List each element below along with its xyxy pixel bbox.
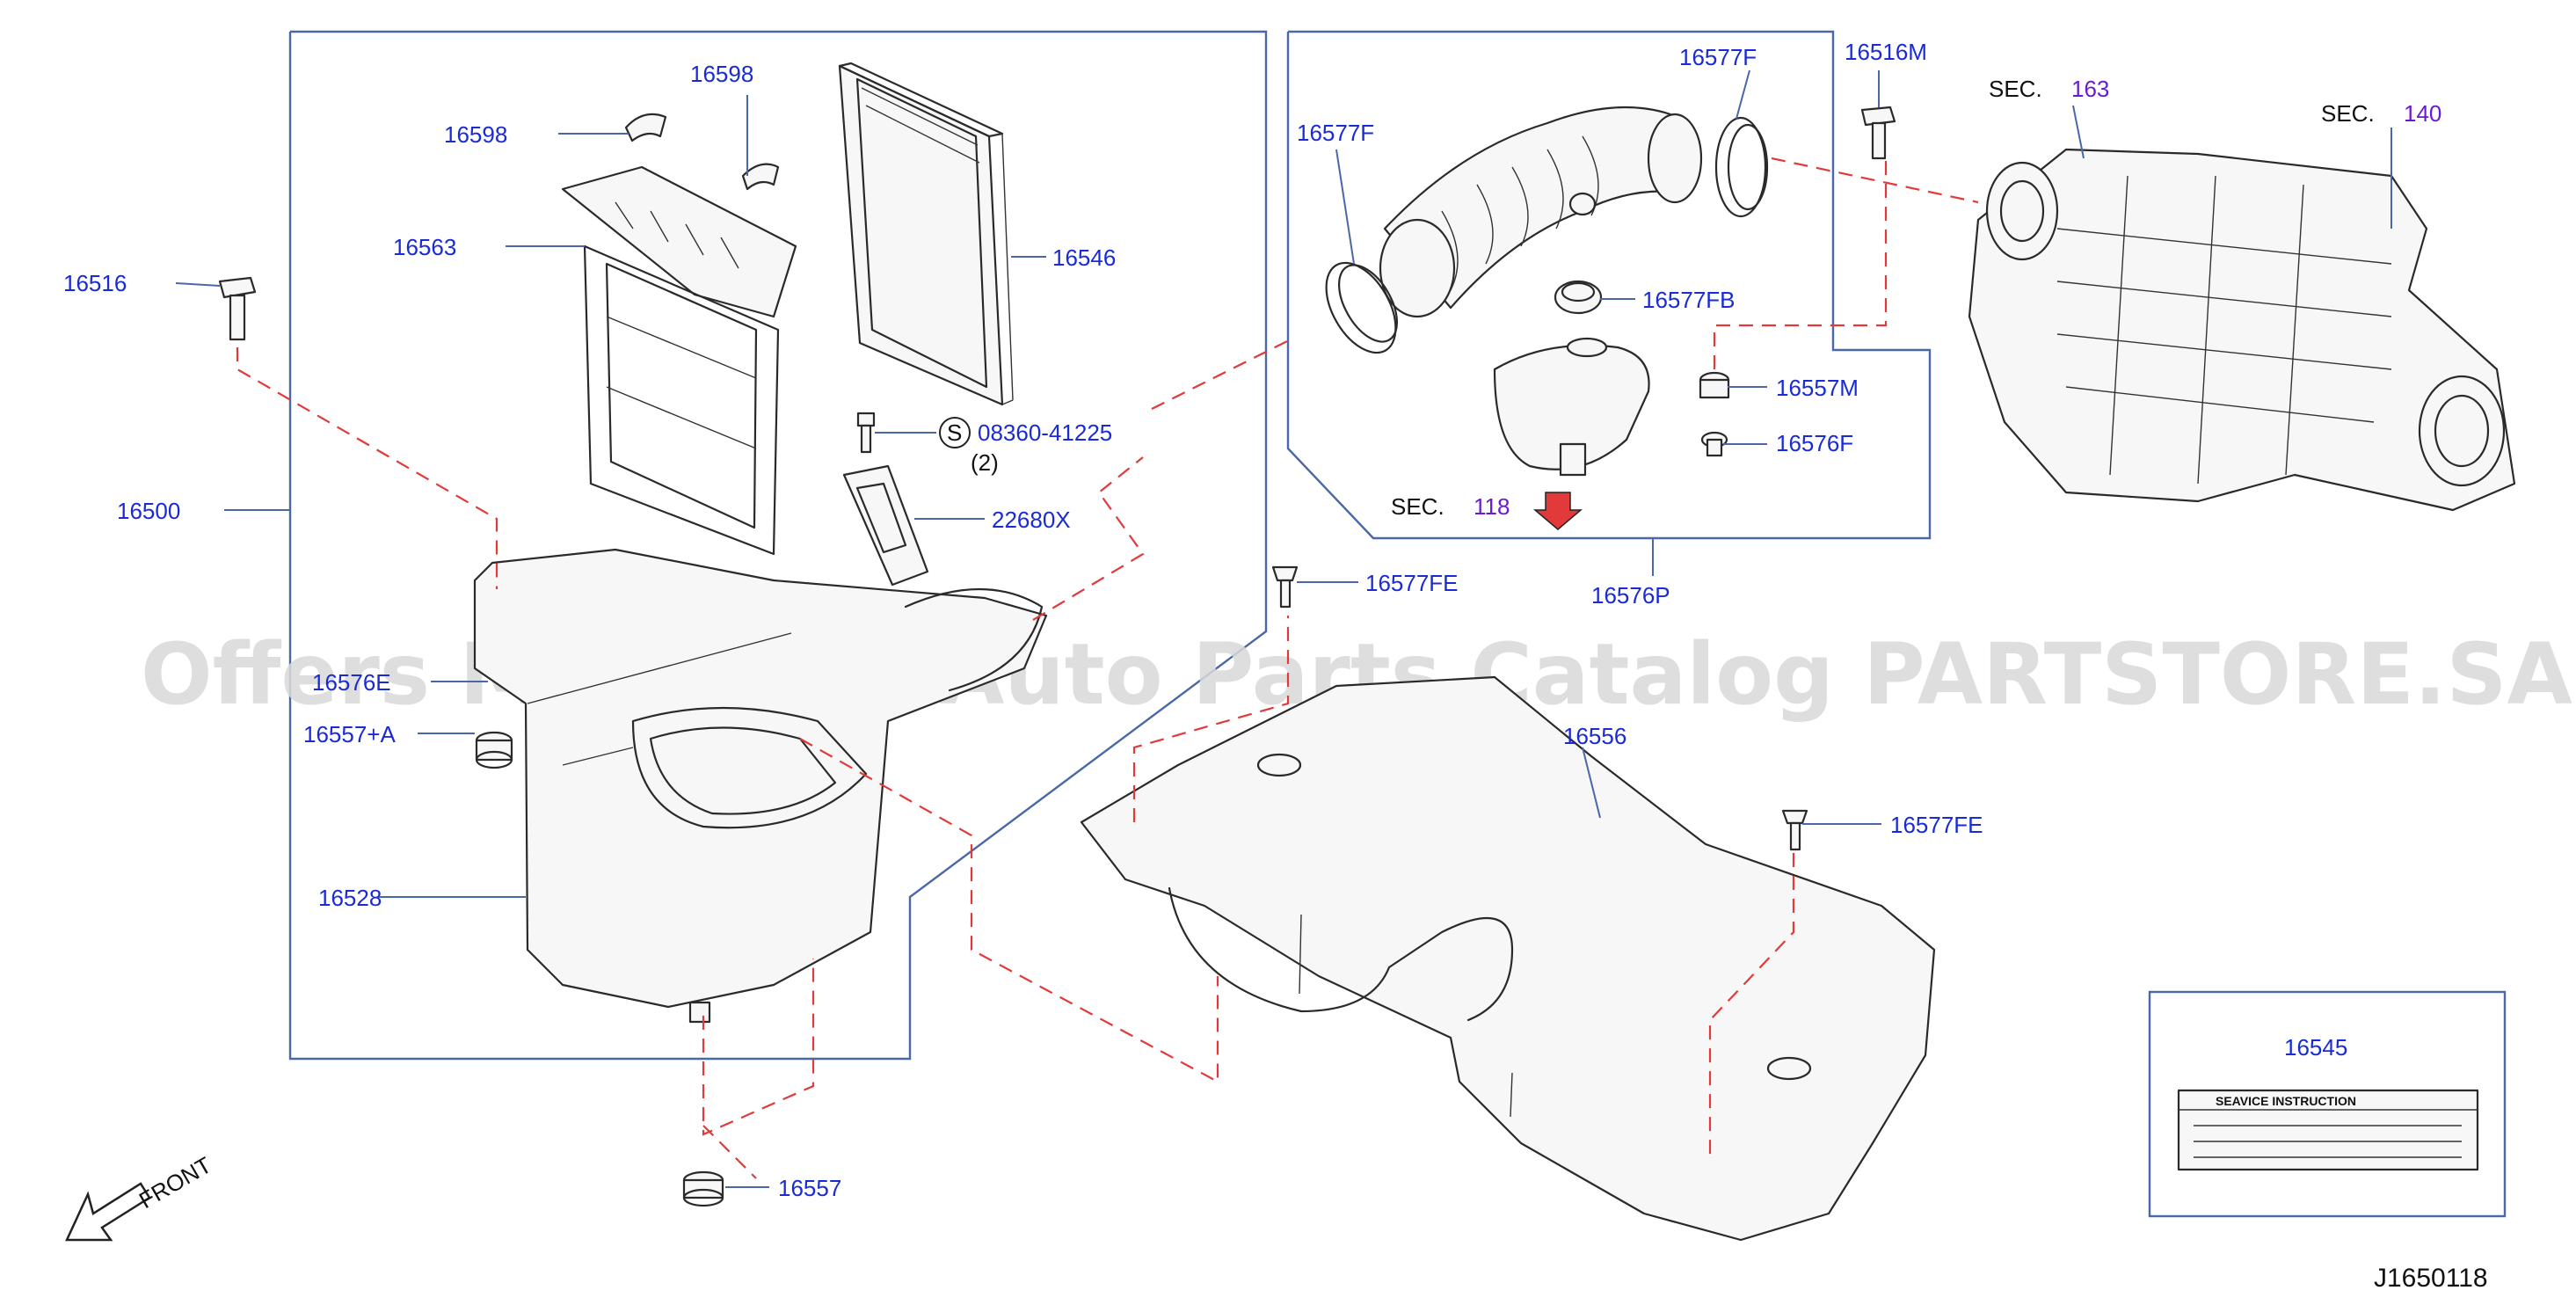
label-sec-118-prefix: SEC. [1391,493,1444,520]
hose-clamp-small-icon [1554,280,1603,315]
label-16598-upper: 16598 [690,61,753,87]
label-22680x: 22680X [992,507,1071,533]
push-clip-upper-icon [1271,565,1299,609]
label-08360-qty: (2) [971,449,999,476]
label-16577fe-lower: 16577FE [1890,812,1983,838]
label-16563: 16563 [393,234,456,260]
resonator-icon [1493,337,1650,477]
label-sec-163: 163 [2071,76,2109,102]
label-16545: 16545 [2284,1034,2347,1061]
label-16516: 16516 [63,270,127,296]
grommet-16557-icon [682,1170,724,1207]
hose-clamp-left-icon [1325,261,1399,354]
label-16577fb: 16577FB [1642,287,1736,313]
label-front: FRONT [135,1151,216,1214]
intake-duct-group-frame [1286,30,1932,540]
grommet-16557-a-icon [475,731,513,769]
label-16556: 16556 [1563,723,1626,749]
label-16557m: 16557M [1776,375,1859,401]
clip-16576f-icon [1700,431,1728,457]
label-s-marker: S [947,419,962,446]
dashed-reference-lines [236,157,1979,1179]
down-arrow-icon [1532,492,1583,530]
service-instruction-label-icon [2177,1089,2479,1171]
clip-16598-upper-icon [741,163,780,191]
label-16557: 16557 [778,1175,841,1201]
label-sec-118: 118 [1474,493,1510,520]
clip-16598-left-icon [624,113,667,142]
label-16576e: 16576E [312,669,391,696]
label-16500: 16500 [117,498,180,524]
service-label-frame [2148,990,2507,1218]
air-cleaner-group-frame [288,30,1268,1061]
leader-lines [175,69,2392,1188]
hose-clamp-right-icon [1714,116,1769,218]
service-label-title: SEAVICE INSTRUCTION [2216,1094,2356,1108]
mass-airflow-sensor-icon [842,464,929,587]
label-sec-140-prefix: SEC. [2321,100,2375,127]
label-16516m: 16516M [1845,39,1927,65]
push-clip-lower-icon [1781,809,1808,851]
label-16577f-left: 16577F [1297,120,1374,146]
label-16576p: 16576P [1591,582,1670,609]
label-16576f: 16576F [1776,430,1853,456]
label-16546: 16546 [1052,244,1116,271]
label-16528: 16528 [318,885,382,911]
filter-frame-icon [561,165,797,556]
label-16598-left: 16598 [444,121,507,148]
intake-hose-icon [1379,106,1703,318]
diagram-code: J1650118 [2374,1264,2488,1293]
engine-cover-icon [1080,675,1936,1242]
label-16577fe-upper: 16577FE [1365,570,1459,596]
label-sec-163-prefix: SEC. [1989,76,2042,102]
intake-manifold-icon [1968,148,2516,512]
grommet-16557m-icon [1699,371,1730,399]
bolt-16516-icon [218,276,257,341]
air-cleaner-case-icon [473,548,1048,1024]
label-08360-41225: 08360-41225 [978,419,1112,446]
label-16577f-right: 16577F [1679,44,1757,70]
s-marker-circle [939,417,971,448]
label-16557a: 16557+A [303,721,396,747]
screw-08360-icon [856,412,876,454]
air-filter-element-icon [838,62,1014,406]
label-sec-140: 140 [2404,100,2441,127]
bolt-16516m-icon [1860,106,1896,160]
front-arrow-icon [65,1182,151,1242]
